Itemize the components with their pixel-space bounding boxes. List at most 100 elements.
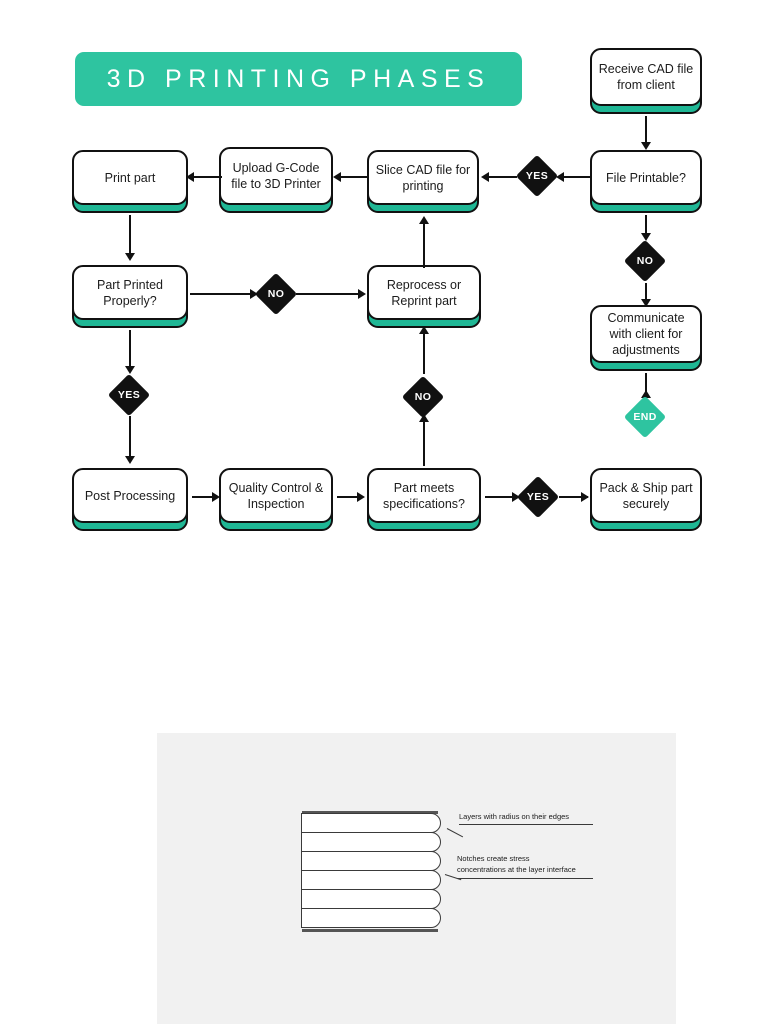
connector-yes-to-packship bbox=[559, 496, 588, 498]
node-part-meets-spec[interactable]: Part meets specifications? bbox=[367, 468, 481, 531]
decision-no-meets-spec[interactable]: NO bbox=[400, 374, 446, 420]
connector-upload-to-print bbox=[192, 176, 222, 178]
connector-no-to-communicate bbox=[645, 283, 647, 303]
layer-item bbox=[301, 813, 441, 833]
connector-slice-to-upload bbox=[339, 176, 369, 178]
page-title: 3D PRINTING PHASES bbox=[106, 64, 491, 93]
layer-item bbox=[301, 908, 441, 928]
node-face: Print part bbox=[72, 150, 188, 205]
connector-no-to-reprocess bbox=[296, 293, 364, 295]
layer-item bbox=[301, 832, 441, 852]
arrowhead-up bbox=[641, 390, 651, 398]
stack-bottom-cap bbox=[302, 929, 438, 932]
decision-label: NO bbox=[267, 288, 285, 300]
node-print-part[interactable]: Print part bbox=[72, 150, 188, 213]
page-title-banner: 3D PRINTING PHASES bbox=[75, 52, 522, 106]
node-quality-control[interactable]: Quality Control & Inspection bbox=[219, 468, 333, 531]
arrowhead-right bbox=[512, 492, 520, 502]
arrowhead-up bbox=[419, 326, 429, 334]
annotation-notch-note-line2: concentrations at the layer interface bbox=[457, 865, 576, 874]
node-face: Part Printed Properly? bbox=[72, 265, 188, 320]
node-label: Post Processing bbox=[84, 488, 176, 503]
node-face: Slice CAD file for printing bbox=[367, 150, 479, 205]
node-face: Communicate with client for adjustments bbox=[590, 305, 702, 363]
node-label: Communicate with client for adjustments bbox=[607, 311, 685, 357]
connector-printedok-to-yes bbox=[129, 330, 131, 372]
decision-yes-part-printed[interactable]: YES bbox=[106, 372, 152, 418]
decision-yes-file-printable[interactable]: YES bbox=[514, 153, 560, 199]
node-label: Print part bbox=[104, 170, 156, 185]
node-label: Pack & Ship part securely bbox=[599, 480, 693, 511]
node-face: Pack & Ship part securely bbox=[590, 468, 702, 523]
node-post-processing[interactable]: Post Processing bbox=[72, 468, 188, 531]
arrowhead-right bbox=[212, 492, 220, 502]
node-label: Slice CAD file for printing bbox=[375, 162, 471, 193]
node-label: Receive CAD file from client bbox=[598, 62, 694, 92]
node-face: Reprocess or Reprint part bbox=[367, 265, 481, 320]
node-face: Part meets specifications? bbox=[367, 468, 481, 523]
decision-yes-meets-spec[interactable]: YES bbox=[515, 474, 561, 520]
decision-label: NO bbox=[636, 255, 654, 267]
arrowhead-down bbox=[641, 233, 651, 241]
decision-label: YES bbox=[526, 491, 550, 503]
connector-reprocess-to-slice bbox=[423, 220, 425, 268]
arrowhead-down bbox=[641, 299, 651, 307]
node-file-printable[interactable]: File Printable? bbox=[590, 150, 702, 213]
decision-label: YES bbox=[525, 170, 549, 182]
arrowhead-up bbox=[419, 216, 429, 224]
node-label: Quality Control & Inspection bbox=[228, 480, 324, 511]
decision-no-part-printed[interactable]: NO bbox=[253, 271, 299, 317]
node-face: Post Processing bbox=[72, 468, 188, 523]
node-part-printed-properly[interactable]: Part Printed Properly? bbox=[72, 265, 188, 328]
node-label: File Printable? bbox=[606, 170, 686, 185]
arrowhead-right bbox=[358, 289, 366, 299]
node-label: Upload G-Code file to 3D Printer bbox=[231, 161, 321, 191]
arrowhead-left bbox=[481, 172, 489, 182]
annotation-radius-note: Layers with radius on their edges bbox=[459, 812, 570, 821]
connector-yes-to-postprocessing bbox=[129, 416, 131, 462]
connector-print-to-printedok bbox=[129, 215, 131, 257]
connector-yes-to-slice bbox=[487, 176, 517, 178]
connector-printable-to-no bbox=[645, 215, 647, 237]
arrowhead-right bbox=[357, 492, 365, 502]
connector-printedok-to-no bbox=[190, 293, 256, 295]
connector-receive-to-printable bbox=[645, 116, 647, 146]
arrowhead-left bbox=[333, 172, 341, 182]
arrowhead-up bbox=[419, 414, 429, 422]
node-label: Part meets specifications? bbox=[383, 480, 465, 511]
connector-communicate-to-end bbox=[645, 373, 647, 393]
end-marker[interactable]: END bbox=[622, 394, 668, 440]
annotation-leader-radius-diag bbox=[446, 828, 464, 838]
arrowhead-down bbox=[125, 366, 135, 374]
node-upload-gcode[interactable]: Upload G-Code file to 3D Printer bbox=[219, 147, 333, 213]
annotation-leader-notch bbox=[457, 878, 593, 879]
node-communicate-with-client[interactable]: Communicate with client for adjustments bbox=[590, 305, 702, 371]
connector-printable-to-yes bbox=[560, 176, 592, 178]
end-label: END bbox=[633, 411, 657, 423]
connector-meetsspec-to-no bbox=[423, 418, 425, 466]
arrowhead-down bbox=[125, 456, 135, 464]
stack-top-cap bbox=[302, 811, 438, 814]
node-label: Reprocess or Reprint part bbox=[386, 277, 462, 308]
node-slice-cad[interactable]: Slice CAD file for printing bbox=[367, 150, 479, 213]
node-receive-cad[interactable]: Receive CAD file from client bbox=[590, 48, 702, 114]
arrowhead-left bbox=[556, 172, 564, 182]
node-face: File Printable? bbox=[590, 150, 702, 205]
illustration-panel: Layers with radius on their edges Notche… bbox=[157, 733, 676, 1024]
node-pack-ship[interactable]: Pack & Ship part securely bbox=[590, 468, 702, 531]
decision-label: YES bbox=[117, 389, 141, 401]
node-label: Part Printed Properly? bbox=[96, 277, 163, 308]
decision-no-file-printable[interactable]: NO bbox=[622, 238, 668, 284]
arrowhead-right bbox=[581, 492, 589, 502]
node-reprocess-reprint[interactable]: Reprocess or Reprint part bbox=[367, 265, 481, 328]
decision-label: NO bbox=[414, 391, 432, 403]
arrowhead-left bbox=[186, 172, 194, 182]
node-face: Quality Control & Inspection bbox=[219, 468, 333, 523]
layer-item bbox=[301, 870, 441, 890]
layer-item bbox=[301, 889, 441, 909]
connector-meetsspec-to-yes bbox=[485, 496, 518, 498]
connector-qc-to-meetsspec bbox=[337, 496, 363, 498]
connector-no-to-reprocess-up bbox=[423, 330, 425, 374]
node-face: Upload G-Code file to 3D Printer bbox=[219, 147, 333, 205]
